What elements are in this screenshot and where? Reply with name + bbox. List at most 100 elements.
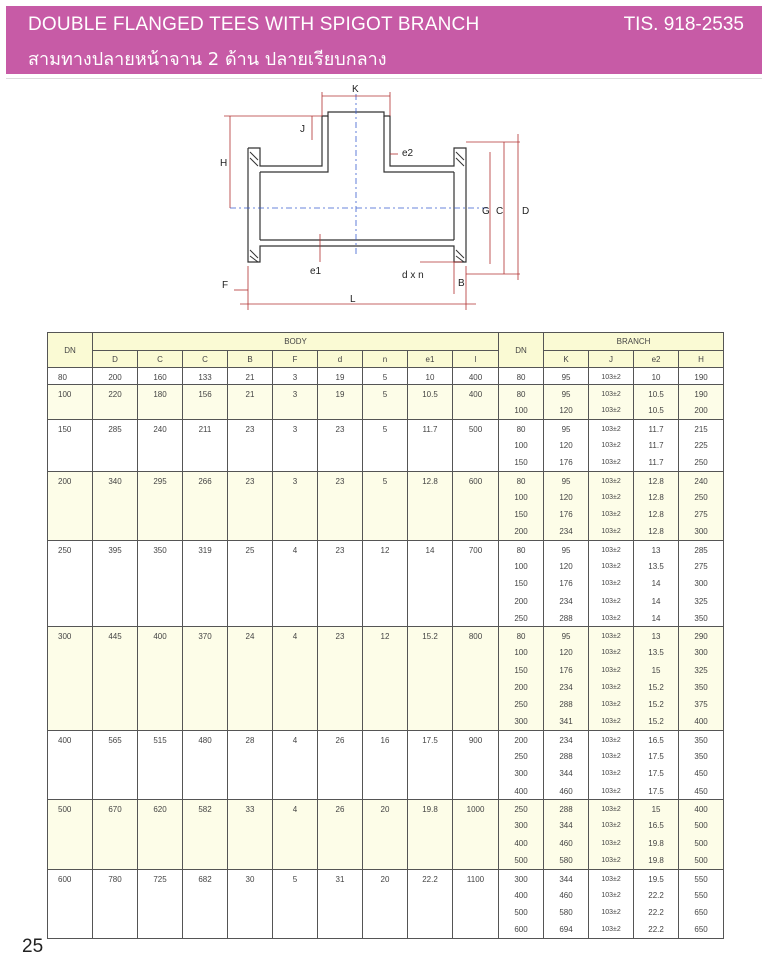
- cell-branch: 12.8: [633, 505, 680, 524]
- cell-branch: 15.2: [633, 713, 680, 732]
- cell-body: [137, 921, 183, 939]
- cell-branch: 450: [678, 765, 725, 783]
- cell-branch: 103±2: [588, 419, 635, 437]
- cell-body: [227, 817, 273, 835]
- cell-body: [317, 523, 363, 541]
- cell-branch-dn: 500: [498, 903, 545, 921]
- cell-body: 200: [92, 367, 138, 386]
- cell-body: 445: [92, 626, 138, 645]
- cell-body: [362, 921, 408, 939]
- cell-branch: 350: [678, 678, 725, 697]
- cell-branch-dn: 250: [498, 748, 545, 766]
- cell-body: 1100: [451, 869, 500, 887]
- cell-body: [227, 765, 273, 783]
- cell-branch: 300: [678, 523, 725, 541]
- cell-branch: 103±2: [588, 626, 635, 645]
- cell-body: 17.5: [407, 730, 453, 749]
- cell-branch: 13.5: [633, 644, 680, 662]
- cell-branch: 190: [678, 367, 725, 386]
- cell-body: [182, 575, 228, 593]
- cell-body: [272, 748, 318, 766]
- cell-body: 24: [227, 626, 273, 645]
- cell-body: 350: [137, 540, 183, 558]
- cell-branch-dn: 400: [498, 886, 545, 904]
- cell-body: [451, 678, 500, 697]
- cell-body: [92, 851, 138, 870]
- cell-branch: 120: [543, 436, 590, 454]
- cell-branch: 103±2: [588, 921, 635, 939]
- cell-body: 3: [272, 384, 318, 403]
- cell-body: [137, 488, 183, 506]
- cell-body: [272, 851, 318, 870]
- cell-body: [182, 817, 228, 835]
- cell-dn: 200: [47, 471, 93, 489]
- cell-body: [362, 488, 408, 506]
- cell-branch: 325: [678, 661, 725, 679]
- cell-body: [272, 903, 318, 921]
- cell-branch: 17.5: [633, 782, 680, 801]
- cell-body: [182, 505, 228, 524]
- dim-label-b: B: [458, 278, 465, 289]
- cell-body: [407, 834, 453, 852]
- cell-body: 1000: [451, 799, 500, 818]
- cell-body: 23: [317, 419, 363, 437]
- cell-body: [451, 748, 500, 766]
- cell-dn: [47, 851, 93, 870]
- cell-body: [362, 851, 408, 870]
- cell-body: [137, 765, 183, 783]
- cell-branch-dn: 100: [498, 436, 545, 454]
- cell-body: [451, 782, 500, 801]
- cell-branch: 580: [543, 903, 590, 921]
- cell-branch: 550: [678, 869, 725, 887]
- cell-branch-dn: 100: [498, 488, 545, 506]
- cell-body: 21: [227, 384, 273, 403]
- cell-body: [362, 661, 408, 679]
- cell-branch-dn: 300: [498, 817, 545, 835]
- cell-dn: [47, 661, 93, 679]
- cell-body: [227, 748, 273, 766]
- cell-body: [272, 575, 318, 593]
- cell-body: [451, 713, 500, 732]
- cell-body: [137, 851, 183, 870]
- cell-body: 700: [451, 540, 500, 558]
- cell-branch: 650: [678, 903, 725, 921]
- cell-body: [407, 713, 453, 732]
- header-body-col: B: [227, 350, 273, 368]
- cell-branch: 580: [543, 851, 590, 870]
- cell-body: [272, 644, 318, 662]
- cell-branch: 19.8: [633, 851, 680, 870]
- cell-branch: 103±2: [588, 782, 635, 801]
- cell-body: [317, 488, 363, 506]
- cell-body: [92, 886, 138, 904]
- cell-body: [272, 834, 318, 852]
- cell-dn: [47, 903, 93, 921]
- cell-body: [451, 592, 500, 610]
- cell-body: 20: [362, 799, 408, 818]
- cell-body: [92, 436, 138, 454]
- cell-branch: 13: [633, 626, 680, 645]
- cell-body: [137, 523, 183, 541]
- cell-body: [317, 696, 363, 714]
- cell-branch: 250: [678, 488, 725, 506]
- cell-body: 26: [317, 799, 363, 818]
- header-dn-branch: DN: [498, 332, 545, 368]
- cell-dn: [47, 488, 93, 506]
- cell-body: [92, 661, 138, 679]
- cell-body: [227, 505, 273, 524]
- cell-body: [92, 817, 138, 835]
- cell-branch-dn: 80: [498, 367, 545, 386]
- cell-body: [451, 921, 500, 939]
- cell-body: 4: [272, 799, 318, 818]
- cell-body: [362, 436, 408, 454]
- cell-body: [317, 505, 363, 524]
- cell-branch: 11.7: [633, 436, 680, 454]
- cell-body: [362, 453, 408, 472]
- cell-body: 600: [451, 471, 500, 489]
